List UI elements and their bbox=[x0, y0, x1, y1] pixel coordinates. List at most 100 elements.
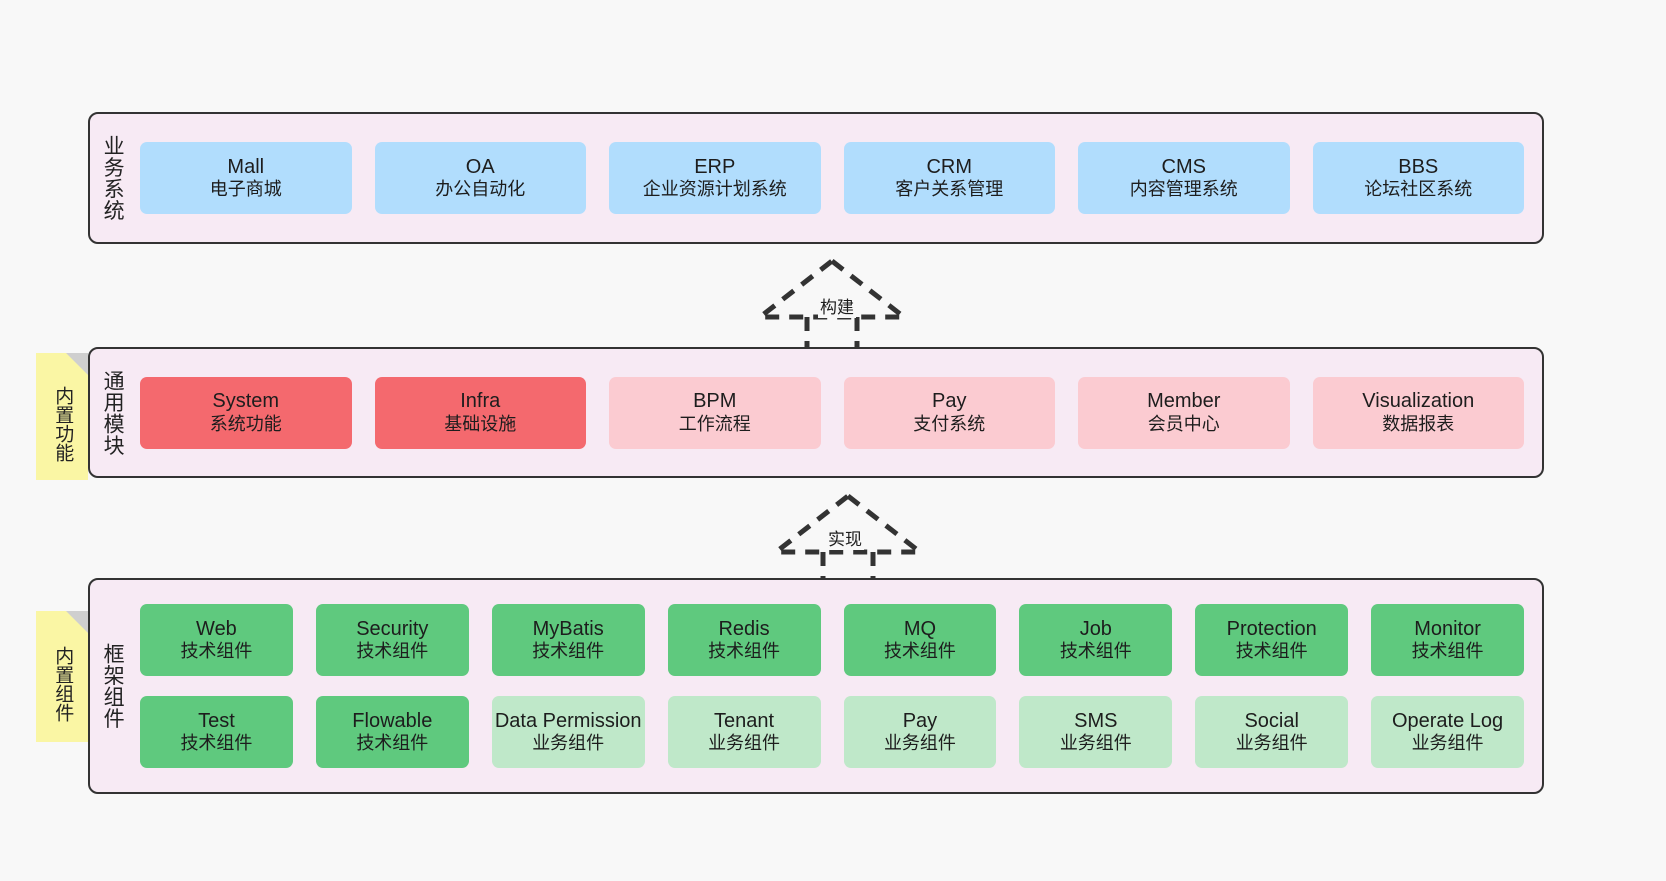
node-job[interactable]: Job 技术组件 bbox=[1019, 604, 1173, 676]
layer-body-framework-components: Web 技术组件 Security 技术组件 MyBatis 技术组件 Redi… bbox=[134, 580, 1542, 792]
node-name: Tenant bbox=[714, 709, 775, 732]
node-oa[interactable]: OA 办公自动化 bbox=[374, 142, 586, 214]
node-mall[interactable]: Mall 电子商城 bbox=[140, 142, 352, 214]
node-bbs[interactable]: BBS 论坛社区系统 bbox=[1312, 142, 1524, 214]
node-visualization[interactable]: Visualization 数据报表 bbox=[1312, 376, 1524, 449]
node-member[interactable]: Member 会员中心 bbox=[1078, 376, 1290, 449]
node-name: Redis bbox=[718, 617, 770, 640]
layer-title-common-modules: 通用模块 bbox=[101, 369, 125, 456]
node-pay-module[interactable]: Pay 支付系统 bbox=[843, 376, 1055, 449]
node-name: MQ bbox=[903, 617, 937, 640]
node-desc: 技术组件 bbox=[1411, 641, 1484, 662]
node-desc: 业务组件 bbox=[708, 733, 781, 754]
node-desc: 技术组件 bbox=[708, 641, 781, 662]
node-desc: 技术组件 bbox=[180, 641, 253, 662]
node-name: System bbox=[212, 390, 280, 413]
node-name: BBS bbox=[1398, 155, 1439, 178]
node-name: Data Permission bbox=[494, 709, 642, 732]
node-desc: 业务组件 bbox=[1411, 733, 1484, 754]
node-name: CMS bbox=[1161, 155, 1206, 178]
row: System 系统功能 Infra 基础设施 BPM 工作流程 Pay 支付系统… bbox=[140, 376, 1524, 449]
node-desc: 技术组件 bbox=[356, 641, 429, 662]
row: Test 技术组件 Flowable 技术组件 Data Permission … bbox=[140, 696, 1524, 768]
node-system[interactable]: System 系统功能 bbox=[140, 376, 352, 449]
node-name: Protection bbox=[1226, 617, 1317, 640]
node-desc: 技术组件 bbox=[883, 641, 956, 662]
node-security[interactable]: Security 技术组件 bbox=[315, 604, 469, 676]
node-cms[interactable]: CMS 内容管理系统 bbox=[1078, 142, 1290, 214]
node-erp[interactable]: ERP 企业资源计划系统 bbox=[609, 142, 821, 214]
node-web[interactable]: Web 技术组件 bbox=[140, 604, 293, 676]
connector-realize-label: 实现 bbox=[826, 525, 864, 550]
node-operate-log[interactable]: Operate Log 业务组件 bbox=[1371, 696, 1524, 768]
node-name: SMS bbox=[1074, 709, 1118, 732]
node-name: Mall bbox=[227, 155, 265, 178]
node-desc: 业务组件 bbox=[1059, 733, 1132, 754]
node-name: MyBatis bbox=[532, 617, 604, 640]
node-tenant[interactable]: Tenant 业务组件 bbox=[667, 696, 821, 768]
node-desc: 会员中心 bbox=[1147, 413, 1220, 434]
node-data-permission[interactable]: Data Permission 业务组件 bbox=[491, 696, 645, 768]
layer-title-framework-components: 框架组件 bbox=[101, 643, 125, 729]
node-desc: 客户关系管理 bbox=[895, 179, 1004, 200]
node-desc: 技术组件 bbox=[532, 641, 605, 662]
node-desc: 论坛社区系统 bbox=[1364, 179, 1473, 200]
node-desc: 企业资源计划系统 bbox=[642, 179, 787, 200]
node-name: ERP bbox=[694, 155, 736, 178]
node-name: Operate Log bbox=[1391, 709, 1504, 732]
node-protection[interactable]: Protection 技术组件 bbox=[1195, 604, 1349, 676]
node-monitor[interactable]: Monitor 技术组件 bbox=[1371, 604, 1524, 676]
node-mq[interactable]: MQ 技术组件 bbox=[843, 604, 997, 676]
node-test[interactable]: Test 技术组件 bbox=[140, 696, 293, 768]
node-name: BPM bbox=[693, 390, 737, 413]
connector-build-label: 构建 bbox=[818, 293, 856, 318]
node-desc: 电子商城 bbox=[209, 179, 282, 200]
node-name: Pay bbox=[902, 709, 938, 732]
node-desc: 技术组件 bbox=[1059, 641, 1132, 662]
node-name: OA bbox=[465, 155, 495, 178]
layer-body-common-modules: System 系统功能 Infra 基础设施 BPM 工作流程 Pay 支付系统… bbox=[134, 349, 1542, 476]
node-desc: 办公自动化 bbox=[435, 179, 526, 200]
node-bpm[interactable]: BPM 工作流程 bbox=[609, 376, 821, 449]
layer-framework-components[interactable]: 框架组件 Web 技术组件 Security 技术组件 MyBatis 技术组件… bbox=[88, 578, 1544, 794]
node-mybatis[interactable]: MyBatis 技术组件 bbox=[491, 604, 645, 676]
node-pay-component[interactable]: Pay 业务组件 bbox=[843, 696, 997, 768]
node-name: Social bbox=[1244, 709, 1299, 732]
node-name: Member bbox=[1147, 390, 1221, 413]
note-label: 内置组件 bbox=[52, 645, 74, 722]
node-desc: 技术组件 bbox=[1235, 641, 1308, 662]
node-crm[interactable]: CRM 客户关系管理 bbox=[843, 142, 1055, 214]
node-desc: 数据报表 bbox=[1382, 413, 1455, 434]
note-builtin-component[interactable]: 内置组件 bbox=[36, 611, 88, 742]
node-sms[interactable]: SMS 业务组件 bbox=[1019, 696, 1173, 768]
node-name: Monitor bbox=[1414, 617, 1481, 640]
node-desc: 内容管理系统 bbox=[1129, 179, 1238, 200]
node-flowable[interactable]: Flowable 技术组件 bbox=[315, 696, 469, 768]
row: Mall 电子商城 OA 办公自动化 ERP 企业资源计划系统 CRM 客户关系… bbox=[140, 142, 1524, 214]
note-fold-corner-icon bbox=[66, 611, 88, 633]
layer-common-modules[interactable]: 通用模块 System 系统功能 Infra 基础设施 BPM 工作流程 Pay… bbox=[88, 347, 1544, 478]
note-builtin-function[interactable]: 内置功能 bbox=[36, 353, 88, 480]
node-desc: 业务组件 bbox=[1235, 733, 1308, 754]
node-name: Security bbox=[356, 617, 429, 640]
node-desc: 技术组件 bbox=[180, 733, 253, 754]
node-name: CRM bbox=[926, 155, 973, 178]
node-name: Flowable bbox=[352, 709, 433, 732]
node-desc: 业务组件 bbox=[532, 733, 605, 754]
node-social[interactable]: Social 业务组件 bbox=[1195, 696, 1349, 768]
node-name: Visualization bbox=[1362, 390, 1475, 413]
note-label: 内置功能 bbox=[52, 385, 74, 462]
node-desc: 系统功能 bbox=[209, 413, 282, 434]
node-infra[interactable]: Infra 基础设施 bbox=[374, 376, 586, 449]
node-name: Web bbox=[196, 617, 237, 640]
node-desc: 工作流程 bbox=[678, 413, 751, 434]
node-desc: 业务组件 bbox=[883, 733, 956, 754]
row: Web 技术组件 Security 技术组件 MyBatis 技术组件 Redi… bbox=[140, 604, 1524, 676]
layer-business-systems[interactable]: 业务系统 Mall 电子商城 OA 办公自动化 ERP 企业资源计划系统 CRM… bbox=[88, 112, 1544, 244]
node-name: Job bbox=[1079, 617, 1112, 640]
node-name: Infra bbox=[460, 390, 501, 413]
node-desc: 支付系统 bbox=[913, 413, 986, 434]
node-redis[interactable]: Redis 技术组件 bbox=[667, 604, 821, 676]
node-desc: 技术组件 bbox=[356, 733, 429, 754]
